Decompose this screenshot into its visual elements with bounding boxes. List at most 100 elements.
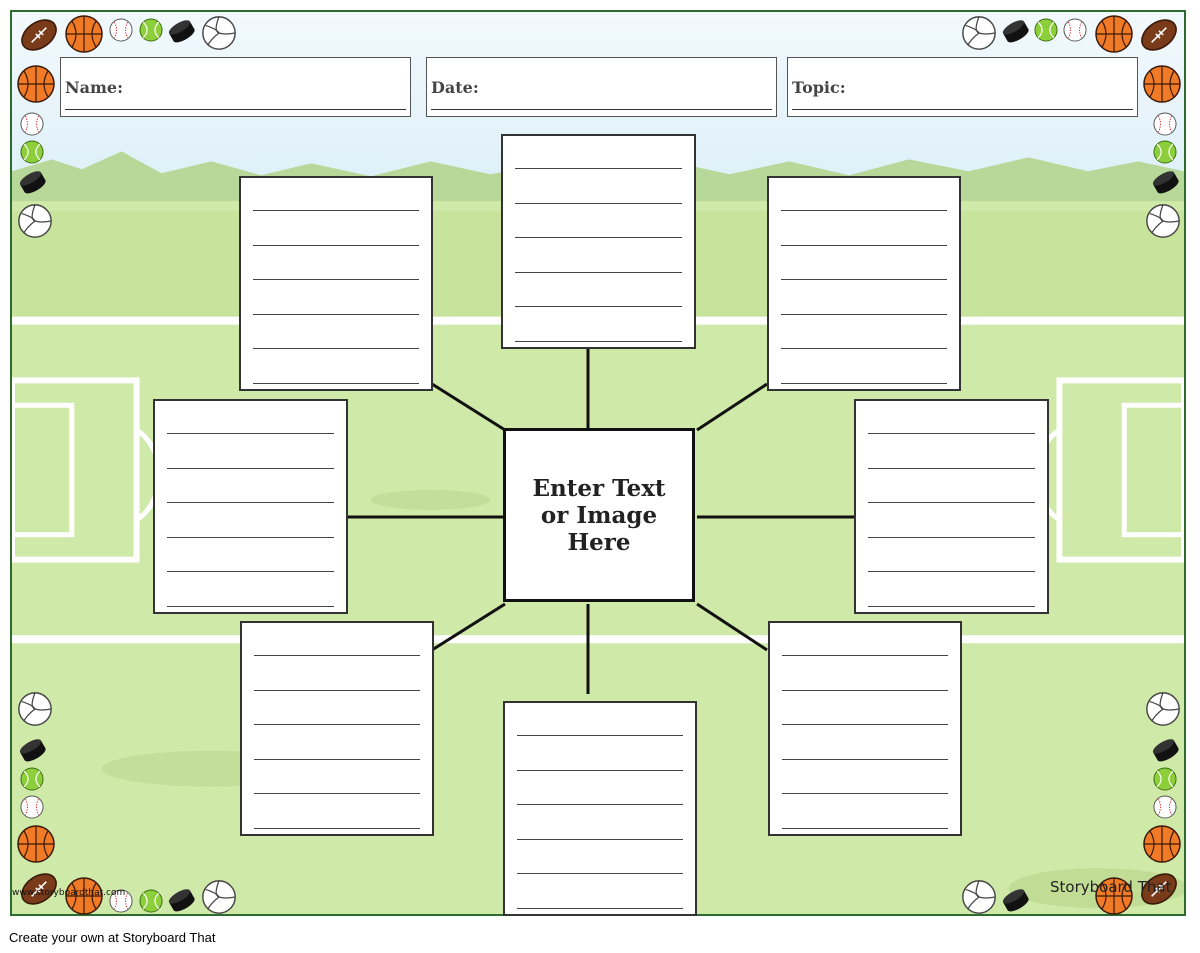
date-label: Date:	[431, 78, 479, 97]
box-bottom-left[interactable]	[240, 621, 434, 836]
baseball-icon	[1152, 794, 1178, 824]
box-bottom[interactable]	[503, 701, 697, 916]
writing-line	[167, 536, 334, 538]
writing-line	[167, 605, 334, 607]
writing-line	[254, 724, 420, 725]
writing-line	[254, 655, 420, 656]
box-bottom-right[interactable]	[768, 621, 962, 836]
box-right[interactable]	[854, 399, 1049, 614]
tennis-ball-icon	[1152, 766, 1178, 796]
basketball-icon	[1094, 14, 1134, 58]
writing-line	[517, 735, 683, 736]
basketball-icon	[1142, 824, 1182, 868]
name-field[interactable]: Name:	[60, 57, 411, 117]
football-icon	[18, 868, 60, 914]
volleyball-icon	[16, 202, 54, 244]
box-top-left[interactable]	[239, 176, 433, 391]
topic-label: Topic:	[792, 78, 846, 97]
writing-line	[781, 244, 947, 246]
writing-line	[868, 605, 1035, 607]
writing-line	[253, 348, 419, 349]
writing-line	[517, 769, 683, 771]
volleyball-icon	[960, 14, 998, 56]
writing-line	[254, 758, 420, 760]
writing-line	[515, 202, 682, 204]
basketball-icon	[64, 14, 104, 58]
volleyball-icon	[960, 878, 998, 920]
volleyball-icon	[200, 14, 238, 56]
hockey-puck-icon	[166, 15, 196, 49]
tennis-ball-icon	[138, 888, 164, 918]
connector-lines	[347, 342, 857, 694]
basketball-icon	[1094, 876, 1134, 920]
box-top[interactable]	[501, 134, 696, 349]
writing-line	[868, 571, 1035, 572]
hockey-puck-icon	[1150, 734, 1180, 768]
hockey-puck-icon	[1000, 884, 1030, 918]
writing-line	[167, 467, 334, 469]
writing-line	[167, 433, 334, 434]
writing-line	[515, 306, 682, 307]
writing-line	[781, 279, 947, 280]
tennis-ball-icon	[1033, 17, 1059, 47]
volleyball-icon	[1144, 202, 1182, 244]
tennis-ball-icon	[138, 17, 164, 47]
watermark-left: www.storyboardthat.com	[12, 888, 126, 898]
hockey-puck-icon	[17, 734, 47, 768]
writing-line	[782, 758, 948, 760]
date-underline	[431, 109, 772, 110]
writing-line	[253, 279, 419, 280]
writing-line	[517, 838, 683, 840]
writing-line	[515, 168, 682, 169]
writing-line	[868, 467, 1035, 469]
writing-line	[782, 827, 948, 829]
baseball-icon	[108, 17, 134, 47]
baseball-icon	[19, 111, 45, 141]
box-left[interactable]	[153, 399, 348, 614]
writing-line	[167, 571, 334, 572]
writing-line	[517, 907, 683, 909]
writing-line	[868, 502, 1035, 503]
writing-line	[781, 348, 947, 349]
baseball-icon	[108, 888, 134, 918]
writing-line	[517, 873, 683, 874]
writing-line	[782, 689, 948, 691]
hockey-puck-icon	[166, 884, 196, 918]
center-text: Enter Text or Image Here	[532, 474, 666, 556]
writing-line	[254, 689, 420, 691]
name-underline	[65, 109, 406, 110]
writing-line	[781, 313, 947, 315]
basketball-icon	[16, 64, 56, 108]
writing-line	[517, 804, 683, 805]
writing-line	[781, 210, 947, 211]
box-top-right[interactable]	[767, 176, 961, 391]
tennis-ball-icon	[1152, 139, 1178, 169]
writing-line	[253, 382, 419, 384]
writing-line	[515, 340, 682, 342]
writing-line	[782, 793, 948, 794]
football-icon	[18, 14, 60, 60]
writing-line	[253, 210, 419, 211]
hockey-puck-icon	[1150, 166, 1180, 200]
hockey-puck-icon	[17, 166, 47, 200]
topic-underline	[792, 109, 1133, 110]
baseball-icon	[1062, 17, 1088, 47]
hockey-puck-icon	[1000, 15, 1030, 49]
volleyball-icon	[200, 878, 238, 920]
writing-line	[515, 271, 682, 273]
writing-line	[868, 536, 1035, 538]
writing-line	[868, 433, 1035, 434]
name-label: Name:	[65, 78, 124, 97]
writing-line	[253, 313, 419, 315]
writing-line	[782, 724, 948, 725]
watermark-right: Storyboard That	[1050, 878, 1172, 896]
baseball-icon	[1152, 111, 1178, 141]
baseball-icon	[19, 794, 45, 824]
center-box[interactable]: Enter Text or Image Here	[503, 428, 695, 602]
writing-line	[782, 655, 948, 656]
date-field[interactable]: Date:	[426, 57, 777, 117]
writing-line	[253, 244, 419, 246]
football-icon	[1138, 14, 1180, 60]
topic-field[interactable]: Topic:	[787, 57, 1138, 117]
tennis-ball-icon	[19, 766, 45, 796]
